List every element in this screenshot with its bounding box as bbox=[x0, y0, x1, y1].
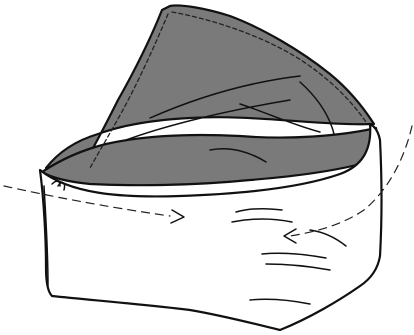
illustration-canvas bbox=[0, 0, 414, 335]
pillow-cover-illustration bbox=[0, 0, 414, 335]
